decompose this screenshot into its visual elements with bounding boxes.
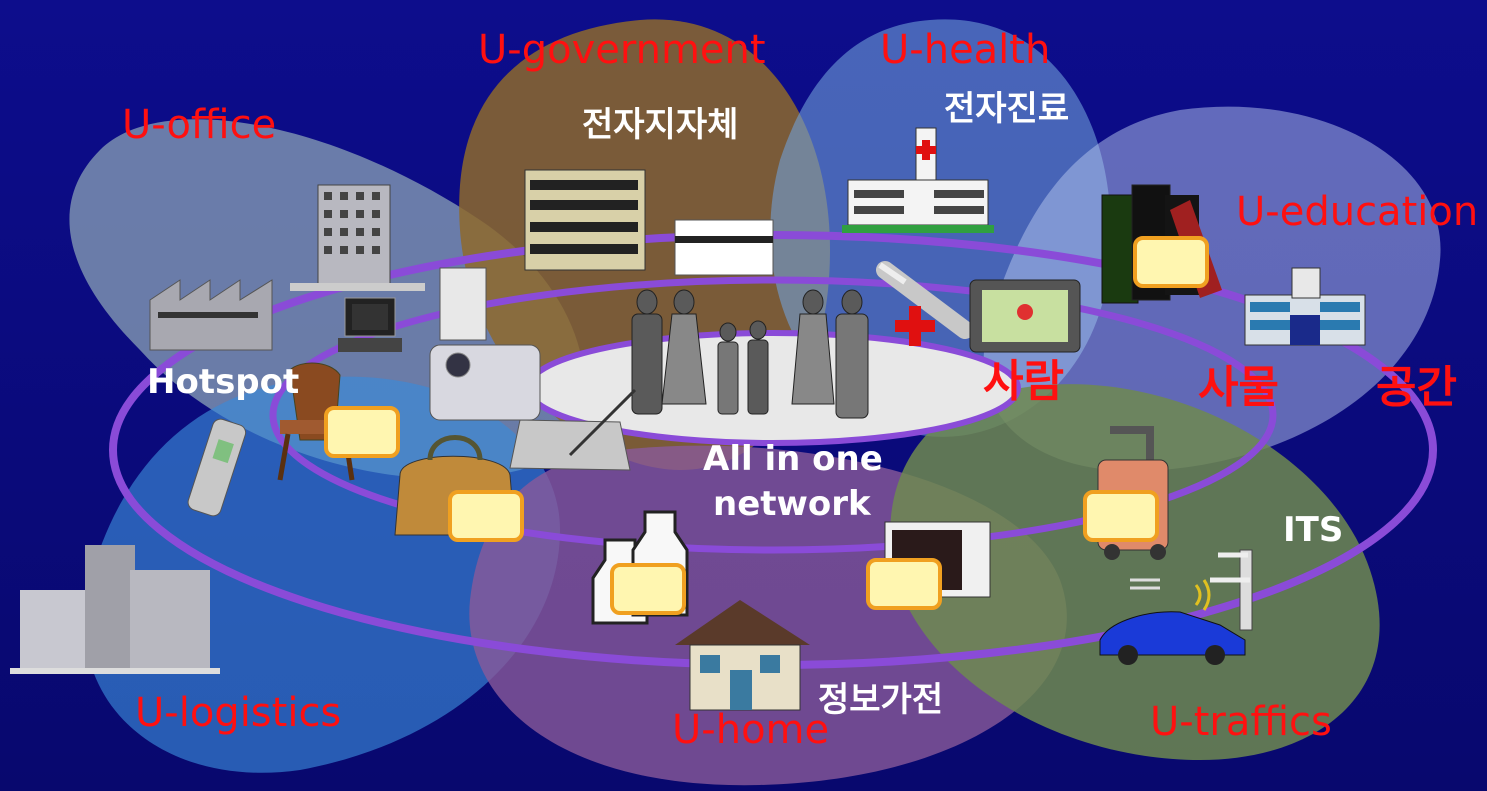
syringe-icon bbox=[876, 261, 974, 346]
label-info-appliance: 정보가전 bbox=[818, 680, 944, 720]
office-building-icon bbox=[290, 184, 425, 291]
label-its: ITS bbox=[1283, 510, 1344, 550]
monitor-icon bbox=[969, 279, 1081, 353]
car-icon bbox=[1099, 611, 1246, 665]
label-u-logistics: U-logistics bbox=[135, 690, 342, 736]
label-u-home: U-home bbox=[672, 707, 830, 753]
traffic-signal-icon bbox=[1130, 549, 1253, 631]
middle-ring bbox=[269, 276, 1277, 554]
house-icon bbox=[675, 600, 810, 711]
factory-icon bbox=[149, 279, 273, 351]
laptop-icon bbox=[338, 297, 402, 352]
hospital-icon bbox=[842, 127, 994, 233]
rfid-tag-icon bbox=[448, 490, 524, 542]
rfid-tags bbox=[324, 236, 1209, 615]
rfid-tag-icon bbox=[324, 406, 400, 458]
label-u-traffics: U-traffics bbox=[1150, 699, 1332, 745]
camera-icon bbox=[429, 344, 541, 421]
label-u-education: U-education bbox=[1236, 189, 1479, 235]
label-hotspot: Hotspot bbox=[147, 362, 300, 402]
id-card-icon bbox=[674, 219, 774, 276]
label-object-ring: 사물 bbox=[1198, 362, 1279, 413]
petal-traffics bbox=[890, 384, 1380, 760]
rfid-tag-icon bbox=[866, 558, 942, 610]
school-icon bbox=[1244, 267, 1366, 346]
label-space-ring: 공간 bbox=[1376, 362, 1457, 413]
skyscraper-icon bbox=[10, 545, 220, 674]
label-e-medical: 전자진료 bbox=[944, 89, 1070, 129]
government-building-icon bbox=[524, 169, 646, 271]
rfid-tag-icon bbox=[1083, 490, 1159, 542]
phone-icon bbox=[187, 418, 247, 517]
rfid-tag-icon bbox=[1133, 236, 1209, 288]
label-all-in-one: All in one bbox=[703, 439, 883, 479]
label-u-government: U-government bbox=[478, 27, 766, 73]
washer-icon bbox=[439, 267, 487, 341]
label-network: network bbox=[713, 484, 871, 524]
label-person-ring: 사람 bbox=[983, 356, 1064, 407]
label-u-office: U-office bbox=[122, 102, 277, 148]
tablet-icon bbox=[509, 388, 637, 471]
family-icon bbox=[631, 289, 869, 419]
rfid-tag-icon bbox=[610, 563, 686, 615]
label-e-local-government: 전자지자체 bbox=[582, 105, 739, 145]
label-u-health: U-health bbox=[880, 27, 1051, 73]
